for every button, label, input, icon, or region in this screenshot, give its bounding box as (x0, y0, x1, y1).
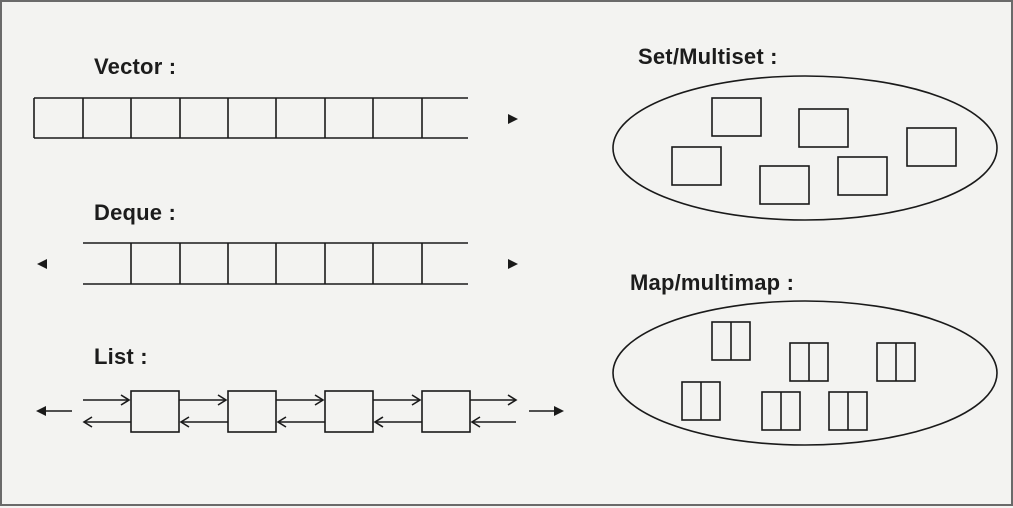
set-ellipse (612, 75, 998, 221)
deque-grow-left-arrow-icon (37, 259, 47, 269)
vector-grow-right-arrow-icon (508, 114, 518, 124)
list-node (227, 390, 277, 433)
map-ellipse (612, 300, 998, 446)
map-title: Map/multimap : (630, 270, 795, 295)
deque-grow-right-arrow-icon (508, 259, 518, 269)
deque-title: Deque : (94, 200, 177, 225)
set-element (759, 165, 810, 205)
deque-diagram (37, 242, 518, 285)
set-element (798, 108, 849, 148)
set-element (906, 127, 957, 167)
vector-title: Vector : (94, 54, 177, 79)
set-title: Set/Multiset : (638, 44, 778, 69)
list-forward-links (83, 394, 518, 406)
list-node (324, 390, 374, 433)
list-grow-left-arrowhead-icon (36, 406, 46, 416)
list-node (421, 390, 471, 433)
vector-diagram (33, 97, 518, 139)
set-element (837, 156, 888, 196)
set-element (671, 146, 722, 186)
list-diagram (36, 390, 564, 433)
list-backward-links (82, 416, 516, 428)
set-element (711, 97, 762, 137)
list-title: List : (94, 344, 148, 369)
list-grow-right-arrowhead-icon (554, 406, 564, 416)
list-node (130, 390, 180, 433)
map-diagram (612, 300, 998, 446)
set-diagram (612, 75, 998, 221)
